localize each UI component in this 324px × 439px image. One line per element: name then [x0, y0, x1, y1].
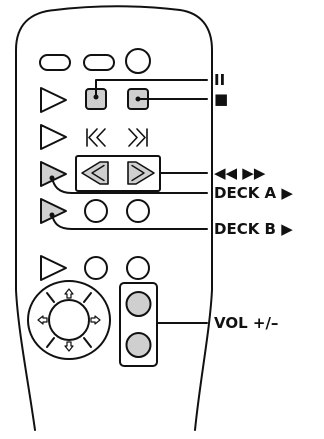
stop-label: ■	[214, 90, 229, 108]
deck-b-callout-line	[51, 214, 208, 230]
deck-b-label: DECK B ▶	[214, 220, 293, 238]
dpad-right-arrow-icon	[90, 315, 101, 325]
volume-up-button[interactable]	[125, 291, 152, 317]
pause-callout-line	[95, 79, 208, 98]
deck-a-callout-line	[51, 177, 208, 194]
top-middle-oval-button[interactable]	[83, 54, 115, 71]
directional-pad[interactable]	[27, 280, 111, 360]
top-left-oval-button[interactable]	[39, 54, 71, 71]
dpad-up-arrow-icon	[64, 288, 74, 299]
next-track-icon[interactable]	[128, 128, 148, 147]
pause-label: II	[214, 71, 226, 89]
volume-down-button[interactable]	[125, 332, 152, 358]
volume-rocker	[119, 282, 158, 367]
row5-round-button-2[interactable]	[126, 199, 150, 223]
dpad-center-button[interactable]	[48, 299, 90, 341]
deck-a-label: DECK A ▶	[214, 184, 293, 202]
dpad-left-arrow-icon	[37, 315, 48, 325]
previous-track-icon[interactable]	[86, 128, 106, 147]
play-button-row6[interactable]	[40, 255, 67, 281]
remote-body	[15, 5, 213, 431]
search-label: ◀◀ ▶▶	[214, 164, 266, 182]
play-button-row2[interactable]	[40, 87, 67, 113]
play-button-row3[interactable]	[40, 124, 67, 150]
row5-round-button-1[interactable]	[84, 199, 108, 223]
dpad-down-arrow-icon	[64, 341, 74, 352]
volume-label: VOL +/–	[214, 314, 279, 332]
row6-round-button-1[interactable]	[84, 256, 108, 280]
top-right-round-button[interactable]	[125, 48, 151, 74]
row6-round-button-2[interactable]	[126, 256, 150, 280]
